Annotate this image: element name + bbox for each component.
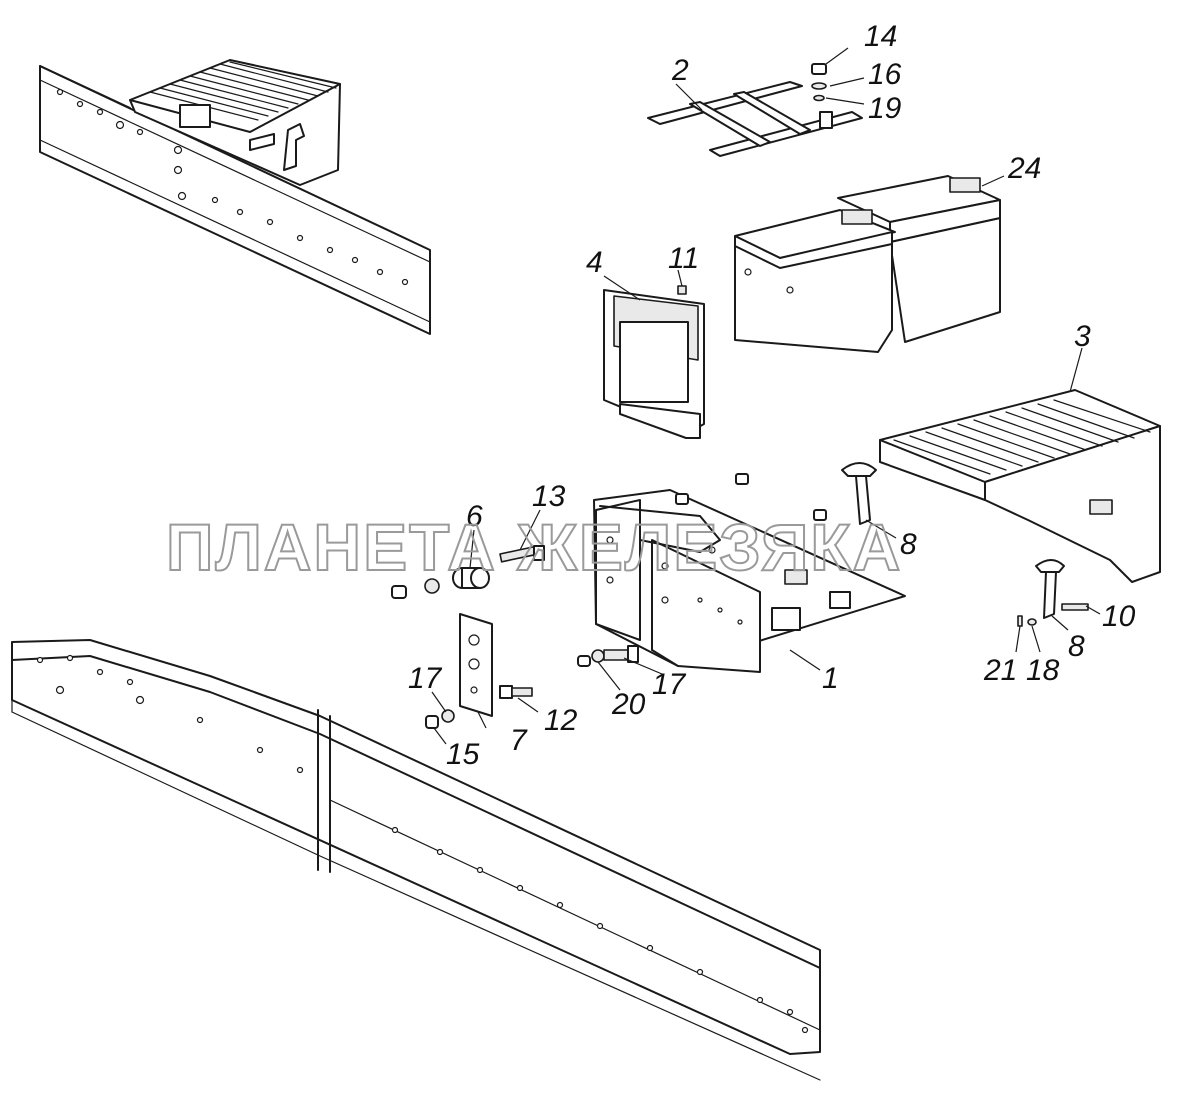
callout-1: 1 bbox=[822, 662, 839, 695]
callout-7: 7 bbox=[510, 724, 528, 757]
watermark-text: ПЛАНЕТА ЖЕЛЕЗЯКА bbox=[166, 510, 902, 584]
part-12-bolt bbox=[499, 685, 533, 699]
part-18-washer bbox=[1027, 618, 1037, 626]
callout-20: 20 bbox=[611, 688, 646, 721]
part-20-nut bbox=[577, 655, 591, 667]
callout-12: 12 bbox=[544, 704, 578, 737]
part-1-battery-box bbox=[593, 489, 906, 673]
leader-lines bbox=[431, 47, 1101, 745]
part-11-screw bbox=[677, 285, 687, 295]
callout-17-left: 17 bbox=[408, 662, 443, 695]
box-top-nuts bbox=[675, 473, 827, 521]
assembled-frame-view bbox=[39, 59, 431, 335]
callout-8-upper: 8 bbox=[900, 528, 917, 561]
box-mount-bolt bbox=[603, 645, 639, 663]
part-17-washer-left bbox=[441, 709, 455, 723]
left-nut-washer bbox=[391, 578, 440, 599]
part-2-hold-down-frame bbox=[647, 81, 863, 157]
callout-3: 3 bbox=[1074, 320, 1091, 353]
callout-19: 19 bbox=[868, 92, 902, 125]
battery-front bbox=[734, 209, 896, 353]
part-6-bushing bbox=[452, 567, 490, 589]
part-15-nut bbox=[425, 715, 439, 729]
assembled-battery-box-cover bbox=[129, 59, 341, 186]
part-10-pin bbox=[1061, 603, 1089, 611]
callout-18: 18 bbox=[1026, 654, 1060, 687]
parts-14-16-19-fasteners bbox=[811, 63, 827, 102]
callout-10: 10 bbox=[1102, 600, 1136, 633]
box-holes bbox=[606, 536, 743, 625]
frame-side-rail bbox=[11, 639, 821, 1081]
callout-21: 21 bbox=[983, 654, 1017, 687]
callout-17-right: 17 bbox=[652, 668, 687, 701]
rail-bolt-holes bbox=[36, 654, 809, 1034]
callout-11: 11 bbox=[668, 242, 699, 275]
part-4-cover-plate bbox=[603, 289, 705, 439]
part-21-cotter bbox=[1017, 615, 1023, 627]
callout-4: 4 bbox=[586, 246, 603, 279]
part-17-washer-right bbox=[591, 649, 605, 663]
callout-14: 14 bbox=[864, 20, 897, 53]
part-24-batteries bbox=[734, 175, 1001, 353]
part-13-bolt bbox=[499, 545, 545, 563]
callout-24: 24 bbox=[1007, 152, 1041, 185]
part-8-latch-upper bbox=[841, 462, 877, 525]
part-8-latch-lower bbox=[1035, 559, 1065, 619]
callout-16: 16 bbox=[868, 58, 902, 91]
callout-6: 6 bbox=[466, 500, 483, 533]
battery-rear bbox=[837, 175, 1001, 343]
part-3-step-tread bbox=[879, 389, 1161, 583]
frame-bolt-holes bbox=[56, 88, 409, 286]
callout-15: 15 bbox=[446, 738, 480, 771]
callout-13: 13 bbox=[532, 480, 566, 513]
callout-2: 2 bbox=[671, 54, 689, 87]
callout-8-lower: 8 bbox=[1068, 630, 1085, 663]
callout-labels: 14 2 16 19 24 4 11 3 13 6 8 1 17 20 17 1… bbox=[408, 20, 1136, 771]
part-7-bracket-plate bbox=[459, 613, 493, 717]
